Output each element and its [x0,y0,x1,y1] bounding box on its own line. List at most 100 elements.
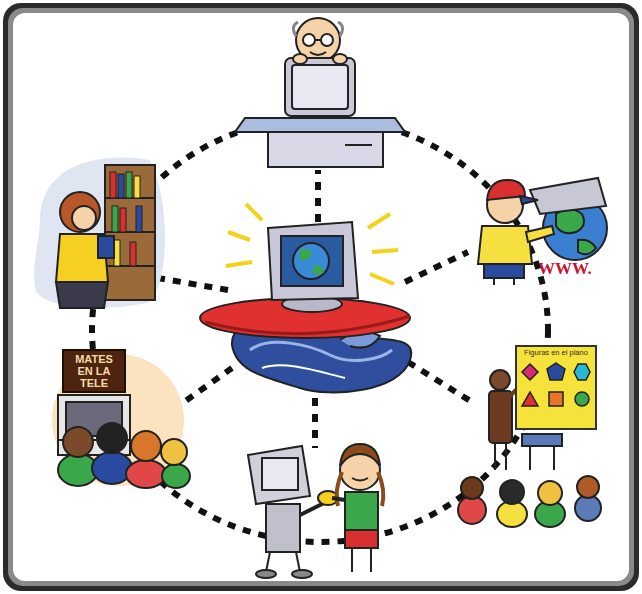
woman-at-bookshelf [112,206,118,232]
girl-with-robot [248,446,310,504]
geometric-shapes [522,364,538,380]
geometric-shapes [574,364,590,380]
woman-at-bookshelf [134,176,140,198]
woman-at-bookshelf [126,172,132,198]
kids-watching-tv [92,452,132,484]
girl-with-robot [296,552,300,572]
teacher-and-class [522,434,562,446]
girl-with-robot [340,444,380,466]
boy-with-globe [484,264,524,278]
kids-watching-tv [97,423,127,453]
man-at-computer [333,54,347,64]
man-at-computer [285,58,355,116]
geometric-shapes [575,392,589,406]
geometric-shapes [549,392,563,406]
girl-with-robot [345,492,378,530]
central-computer [268,222,358,300]
boy-with-globe [493,278,495,285]
central-computer [226,262,252,266]
woman-at-bookshelf [118,174,124,198]
girl-with-robot [256,570,276,578]
teacher-and-class [489,391,512,443]
teacher-and-class [500,480,524,504]
teacher-and-class [553,446,555,470]
girl-with-robot [292,570,312,578]
woman-at-bookshelf [34,158,165,308]
man-at-computer [315,39,321,41]
woman-at-bookshelf [56,282,108,308]
node-text: Figuras en el plano [518,349,594,357]
kids-watching-tv [63,427,93,457]
frame [3,3,639,591]
boy-with-globe [520,196,538,204]
man-at-computer [235,18,405,170]
central-computer [200,204,411,392]
central-computer [228,232,250,240]
girl-with-robot [248,444,383,578]
central-computer [300,249,324,275]
boy-with-globe [526,226,554,242]
teacher-and-class [538,481,562,505]
man-at-computer [345,144,372,146]
girl-with-robot [345,530,378,548]
central-computer [368,214,390,228]
frame [13,13,629,581]
blackboard: Figuras en el plano [515,345,597,430]
woman-at-bookshelf [136,206,142,232]
man-at-computer [293,22,342,36]
woman-at-bookshelf [120,208,126,232]
central-computer [205,316,410,334]
dashed-ring [405,252,468,282]
geometric-shapes [522,392,538,406]
girl-with-robot [266,552,270,572]
central-computer [262,365,345,378]
girl-with-robot [352,478,368,481]
teacher-and-class [505,443,507,470]
teacher-and-class [494,443,496,470]
dashed-ring [315,168,321,222]
teacher-and-class [577,476,599,498]
woman-at-bookshelf [60,192,100,232]
kids-watching-tv [161,439,187,465]
woman-at-bookshelf [110,172,116,198]
man-at-computer [293,54,307,64]
node-text: MATES EN LA TELE [72,353,116,389]
central-computer [226,204,398,284]
man-at-computer [292,65,348,109]
boy-with-globe [478,226,532,264]
dashed-ring [92,118,548,542]
girl-with-robot [262,458,298,490]
teacher-and-class [458,496,486,524]
girl-with-robot [332,498,345,500]
dashed-ring [312,398,318,448]
woman-at-bookshelf [105,165,155,300]
man-at-computer [235,118,405,132]
dashed-ring [158,278,228,290]
frame [8,8,634,586]
frame [3,3,639,591]
girl-with-robot [370,548,372,572]
man-at-computer [268,132,383,167]
boy-with-globe [478,178,607,285]
kids-watching-tv [126,460,166,488]
central-computer [293,243,329,279]
geometric-shapes [547,363,565,380]
teacher-and-class [529,446,531,470]
man-at-computer [321,34,333,46]
girl-with-robot [351,548,353,572]
web-label: WWW. [538,259,592,279]
boy-with-globe [530,178,606,214]
woman-at-bookshelf [98,236,114,258]
woman-at-bookshelf [72,206,96,230]
teacher-and-class [461,477,483,499]
boy-with-globe [556,209,596,254]
central-computer [372,250,398,252]
dashed-ring [408,362,472,402]
man-at-computer [303,34,315,46]
geometric-shapes [522,363,590,406]
central-computer [281,236,343,286]
